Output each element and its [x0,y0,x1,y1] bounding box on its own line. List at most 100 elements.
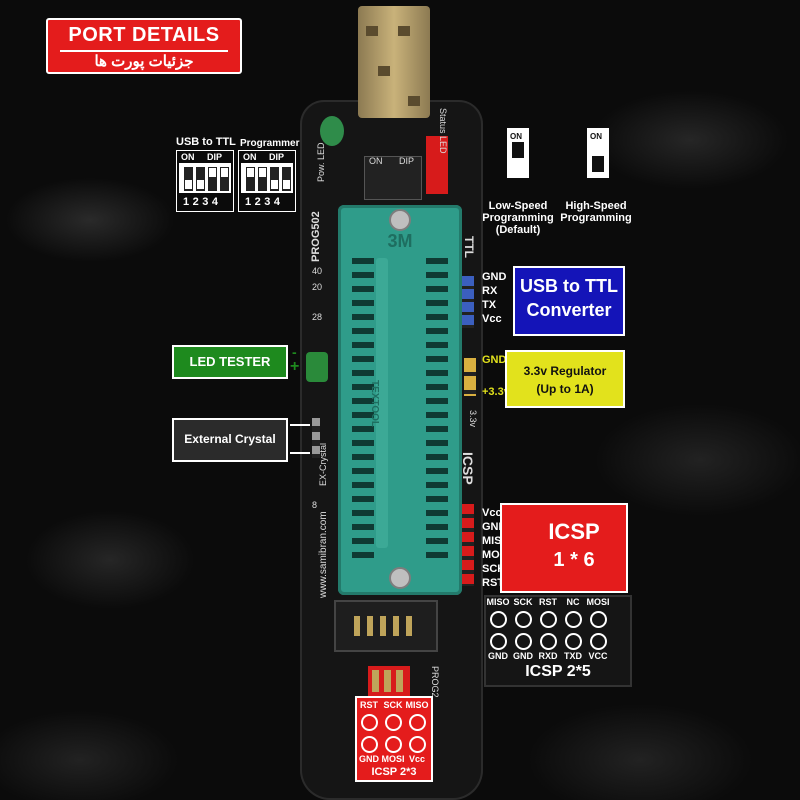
pin-circle [540,611,557,628]
pin28-silk: 28 [312,312,323,322]
dip-switch-3[interactable] [270,167,279,191]
icsp10-top-label: SCK [513,597,533,607]
capacitor [320,116,344,146]
pin-circle [590,633,607,650]
led-tester-panel: LED TESTER [172,345,288,379]
icsp6-subtitle: 1 * 6 [553,549,595,571]
power-led-silk: Pow. LED [316,142,326,182]
icsp6-connector [368,666,410,696]
pin20-silk: 20 [312,282,323,292]
programmer-dip-label: Programmer [240,138,300,149]
regulator-header [464,358,476,396]
dip-switch-2[interactable] [258,167,267,191]
zif-slot-right [426,258,448,558]
regulator-subtitle: (Up to 1A) [536,382,594,396]
icsp23-panel: RST SCK MISO GND MOSI Vcc ICSP 2*3 [355,696,433,782]
usb-ttl-panel: USB to TTL Converter [513,266,625,336]
icsp10-bottom-label: VCC [588,651,608,661]
dip-switch-2[interactable] [196,167,205,191]
zif-screw [389,209,411,231]
dip-knob [185,180,192,189]
pin-circle [385,714,402,731]
external-crystal-panel: External Crystal [172,418,288,462]
dip-switch-1[interactable] [246,167,255,191]
icsp6-panel: ICSP 1 * 6 [500,503,628,593]
programmer-dip: ON DIP 1234 [238,150,296,212]
pin-circle [590,611,607,628]
pin-circle [361,736,378,753]
dip-knob [271,180,278,189]
usb-contact [366,26,378,36]
reg-pin-33v: +3.3v [482,386,510,398]
ttl-header [462,276,474,328]
zif-slots [352,258,448,558]
crystal-socket [312,418,320,458]
led-plus-sign: + [290,358,300,375]
title-english: PORT DETAILS [68,24,220,46]
low-speed-switch[interactable]: ON [507,128,529,178]
pin-circle [515,633,532,650]
ttl-silk: TTL [462,236,476,258]
zif-lever[interactable] [376,258,388,548]
ttl-pin-rx: RX [482,285,498,297]
pin-circle [385,736,402,753]
high-speed-switch[interactable]: ON [587,128,609,178]
model-silk: PROG502 [310,211,322,262]
pin-circle [490,611,507,628]
dip-switch-4[interactable] [282,167,291,191]
title-divider [60,50,228,52]
pin-circle [361,714,378,731]
dip-body [241,163,293,193]
icsp23-bottom-label: MOSI [381,754,405,764]
switch-on-label: ON [590,132,602,141]
usb-ttl-subtitle: Converter [526,300,612,320]
icsp10-bottom-label: TXD [564,651,582,661]
usb-contact [378,66,390,76]
icsp6-header [462,504,474,586]
crystal-lead [290,452,310,454]
icsp10-bottom-label: GND [513,651,533,661]
low-speed-label: Low-Speed Programming (Default) [482,200,554,236]
zif-slot-left [352,258,374,558]
pin-circle [565,633,582,650]
status-led-silk: Status LED [438,108,448,154]
pin-circle [540,633,557,650]
ttl-pin-gnd: GND [482,271,507,283]
dip-switch-4[interactable] [220,167,229,191]
icsp10-header [334,600,438,652]
pin-circle [515,611,532,628]
usb-contact [398,26,410,36]
pin-circle [565,611,582,628]
icsp23-bottom-label: Vcc [408,754,425,764]
dip-numbers: 1234 [183,196,222,208]
usb-ttl-dip-label: USB to TTL [176,136,236,148]
pin-circle [490,633,507,650]
usb-ttl-dip: ON DIP 1234 [176,150,234,212]
icsp10-title: ICSP 2*5 [525,663,591,680]
zif-label: TEXTOOL [369,380,380,428]
reg-silk: 3.3v [468,410,478,428]
usb-ttl-title: USB to TTL [520,276,618,296]
dip-knob [209,168,216,177]
dip-switch-3[interactable] [208,167,217,191]
board-dip-label: DIP [399,156,415,166]
regulator-panel: 3.3v Regulator (Up to 1A) [505,350,625,408]
title-badge: PORT DETAILS جزئیات پورت ها [46,18,242,74]
switch-knob [512,142,524,158]
icsp10-top-label: RST [539,597,557,607]
reg-pin-gnd: GND [482,354,507,366]
pin40-silk: 40 [312,266,323,276]
board-dip-switch: ON DIP [364,156,422,200]
website-silk: www.samibran.com [318,511,329,598]
icsp23-top-label: MISO [405,700,429,710]
dip-knob [197,180,204,189]
led-tester-label: LED TESTER [189,354,271,369]
led-minus-sign: - [292,344,297,360]
icsp10-bottom-label: GND [488,651,508,661]
icsp10-pins [354,616,418,636]
icsp23-top-label: RST [360,700,378,710]
external-crystal-label: External Crystal [184,432,276,446]
led-tester-socket [306,352,328,382]
dip-switch-1[interactable] [184,167,193,191]
regulator-title: 3.3v Regulator [523,364,607,378]
